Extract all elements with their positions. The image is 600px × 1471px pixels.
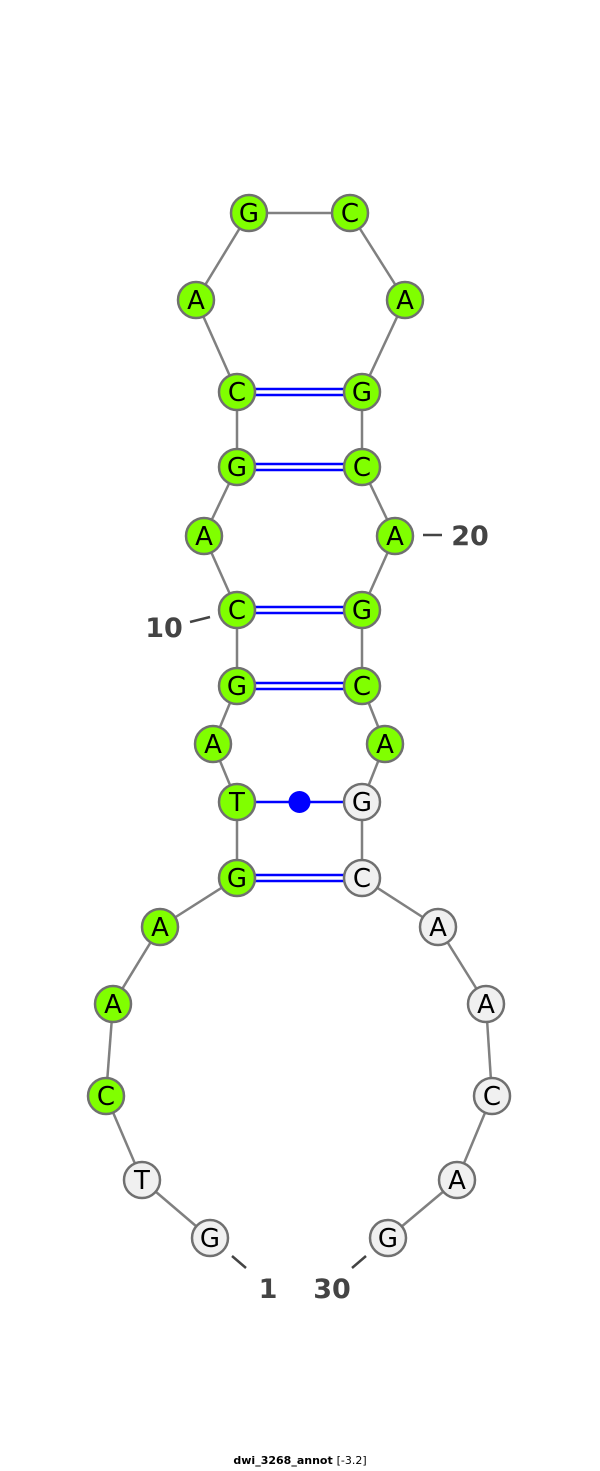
nucleotide-1: G	[190, 1218, 230, 1258]
nucleotide-11: A	[184, 516, 224, 556]
nucleotide-8: A	[193, 724, 233, 764]
svg-text:G: G	[227, 672, 247, 702]
svg-text:G: G	[378, 1224, 398, 1254]
nucleotide-24: G	[342, 782, 382, 822]
svg-text:G: G	[239, 199, 259, 229]
svg-text:A: A	[204, 730, 222, 760]
position-label-1: 1	[231, 1255, 278, 1305]
svg-text:1: 1	[259, 1274, 278, 1305]
svg-text:10: 10	[145, 613, 183, 644]
svg-text:C: C	[353, 864, 371, 894]
nucleotide-16: C	[330, 193, 370, 233]
svg-text:A: A	[386, 522, 404, 552]
svg-text:A: A	[195, 522, 213, 552]
nucleotide-26: A	[418, 907, 458, 947]
svg-text:A: A	[429, 913, 447, 943]
svg-text:C: C	[341, 199, 359, 229]
nucleotide-2: T	[122, 1160, 162, 1200]
base-pair-7-24	[237, 791, 362, 813]
svg-text:A: A	[376, 730, 394, 760]
svg-text:A: A	[151, 913, 169, 943]
nucleotide-14: A	[176, 280, 216, 320]
svg-text:A: A	[396, 286, 414, 316]
svg-text:A: A	[187, 286, 205, 316]
svg-text:C: C	[97, 1082, 115, 1112]
nucleotide-10: C	[217, 590, 257, 630]
svg-text:A: A	[477, 990, 495, 1020]
nucleotide-4: A	[93, 984, 133, 1024]
nucleotide-29: A	[437, 1160, 477, 1200]
nucleotide-7: T	[217, 782, 257, 822]
base-pair-9-22	[237, 681, 362, 691]
svg-text:G: G	[352, 788, 372, 818]
structure-name: dwi_3268_annot	[233, 1454, 333, 1467]
base-pair-10-21	[237, 605, 362, 615]
nucleotide-25: C	[342, 858, 382, 898]
position-label-20: 20	[423, 521, 489, 552]
nucleotide-23: A	[365, 724, 405, 764]
svg-text:C: C	[353, 672, 371, 702]
position-label-10: 10	[145, 613, 211, 644]
svg-text:A: A	[104, 990, 122, 1020]
svg-text:C: C	[353, 453, 371, 483]
nucleotide-13: C	[217, 372, 257, 412]
nucleotide-5: A	[140, 907, 180, 947]
nucleotide-12: G	[217, 447, 257, 487]
svg-text:T: T	[133, 1166, 150, 1196]
base-pair-13-18	[237, 387, 362, 397]
nucleotide-21: G	[342, 590, 382, 630]
svg-text:G: G	[352, 596, 372, 626]
nucleotide-18: G	[342, 372, 382, 412]
svg-text:G: G	[227, 864, 247, 894]
wobble-pair-dot	[288, 791, 311, 813]
nucleotide-9: G	[217, 666, 257, 706]
svg-text:G: G	[200, 1224, 220, 1254]
nucleotide-3: C	[86, 1076, 126, 1116]
base-pair-6-25	[237, 873, 362, 883]
free-energy: [-3.2]	[336, 1454, 367, 1467]
base-pair-12-19	[237, 462, 362, 472]
structure-caption: dwi_3268_annot [-3.2]	[0, 1454, 600, 1467]
nucleotide-6: G	[217, 858, 257, 898]
svg-text:C: C	[228, 596, 246, 626]
svg-text:T: T	[228, 788, 245, 818]
svg-text:20: 20	[451, 521, 489, 552]
svg-text:G: G	[227, 453, 247, 483]
svg-text:A: A	[448, 1166, 466, 1196]
position-label-30: 30	[313, 1255, 367, 1305]
nucleotide-15: G	[229, 193, 269, 233]
nucleotide-22: C	[342, 666, 382, 706]
nucleotide-17: A	[385, 280, 425, 320]
nucleotide-28: C	[472, 1076, 512, 1116]
nucleotide-27: A	[466, 984, 506, 1024]
svg-text:30: 30	[313, 1274, 351, 1305]
svg-text:C: C	[228, 378, 246, 408]
nucleotide-20: A	[375, 516, 415, 556]
svg-text:G: G	[352, 378, 372, 408]
svg-text:C: C	[483, 1082, 501, 1112]
nucleotide-19: C	[342, 447, 382, 487]
nucleotide-30: G	[368, 1218, 408, 1258]
